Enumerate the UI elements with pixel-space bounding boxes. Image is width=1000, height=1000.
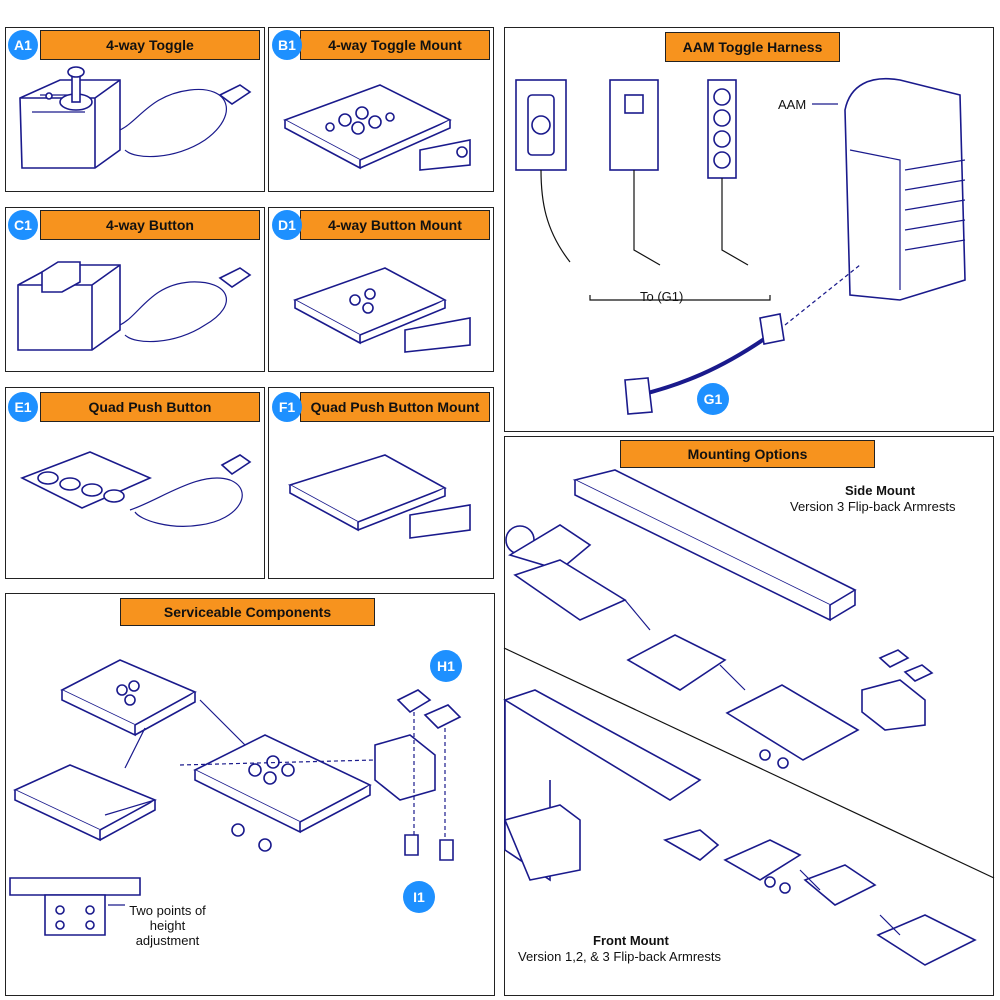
serviceable-illustration <box>9 659 462 936</box>
aam-label: AAM <box>778 97 807 112</box>
button-box-illustration <box>17 261 252 351</box>
height-adjustment-note: Two points of height adjustment <box>129 903 206 948</box>
side-mount-title: Side Mount <box>845 483 916 498</box>
panel-a1-header: 4-way Toggle <box>40 30 260 60</box>
panel-serviceable-header: Serviceable Components <box>120 598 375 626</box>
front-mount-title: Front Mount <box>593 933 669 948</box>
badge-d1: D1 <box>272 210 302 240</box>
badge-h1: H1 <box>430 650 462 682</box>
badge-c1: C1 <box>8 210 38 240</box>
panel-harness-header: AAM Toggle Harness <box>665 32 840 62</box>
mounting-illustration <box>503 469 995 966</box>
panel-c1-header: 4-way Button <box>40 210 260 240</box>
badge-i1: I1 <box>403 881 435 913</box>
badge-a1: A1 <box>8 30 38 60</box>
button-mount-illustration <box>293 267 471 353</box>
front-mount-subtitle: Version 1,2, & 3 Flip-back Armrests <box>518 949 722 964</box>
panel-d1-header: 4-way Button Mount <box>300 210 490 240</box>
quad-push-illustration <box>20 451 252 527</box>
panel-e1-header: Quad Push Button <box>40 392 260 422</box>
badge-e1: E1 <box>8 392 38 422</box>
badge-g1: G1 <box>697 383 729 415</box>
toggle-mount-illustration <box>283 84 471 171</box>
harness-illustration <box>515 78 966 415</box>
side-mount-subtitle: Version 3 Flip-back Armrests <box>790 499 956 514</box>
toggle-box-illustration <box>19 66 252 169</box>
panel-mounting-header: Mounting Options <box>620 440 875 468</box>
badge-f1: F1 <box>272 392 302 422</box>
panel-b1-header: 4-way Toggle Mount <box>300 30 490 60</box>
quad-push-mount-illustration <box>287 454 471 539</box>
badge-b1: B1 <box>272 30 302 60</box>
